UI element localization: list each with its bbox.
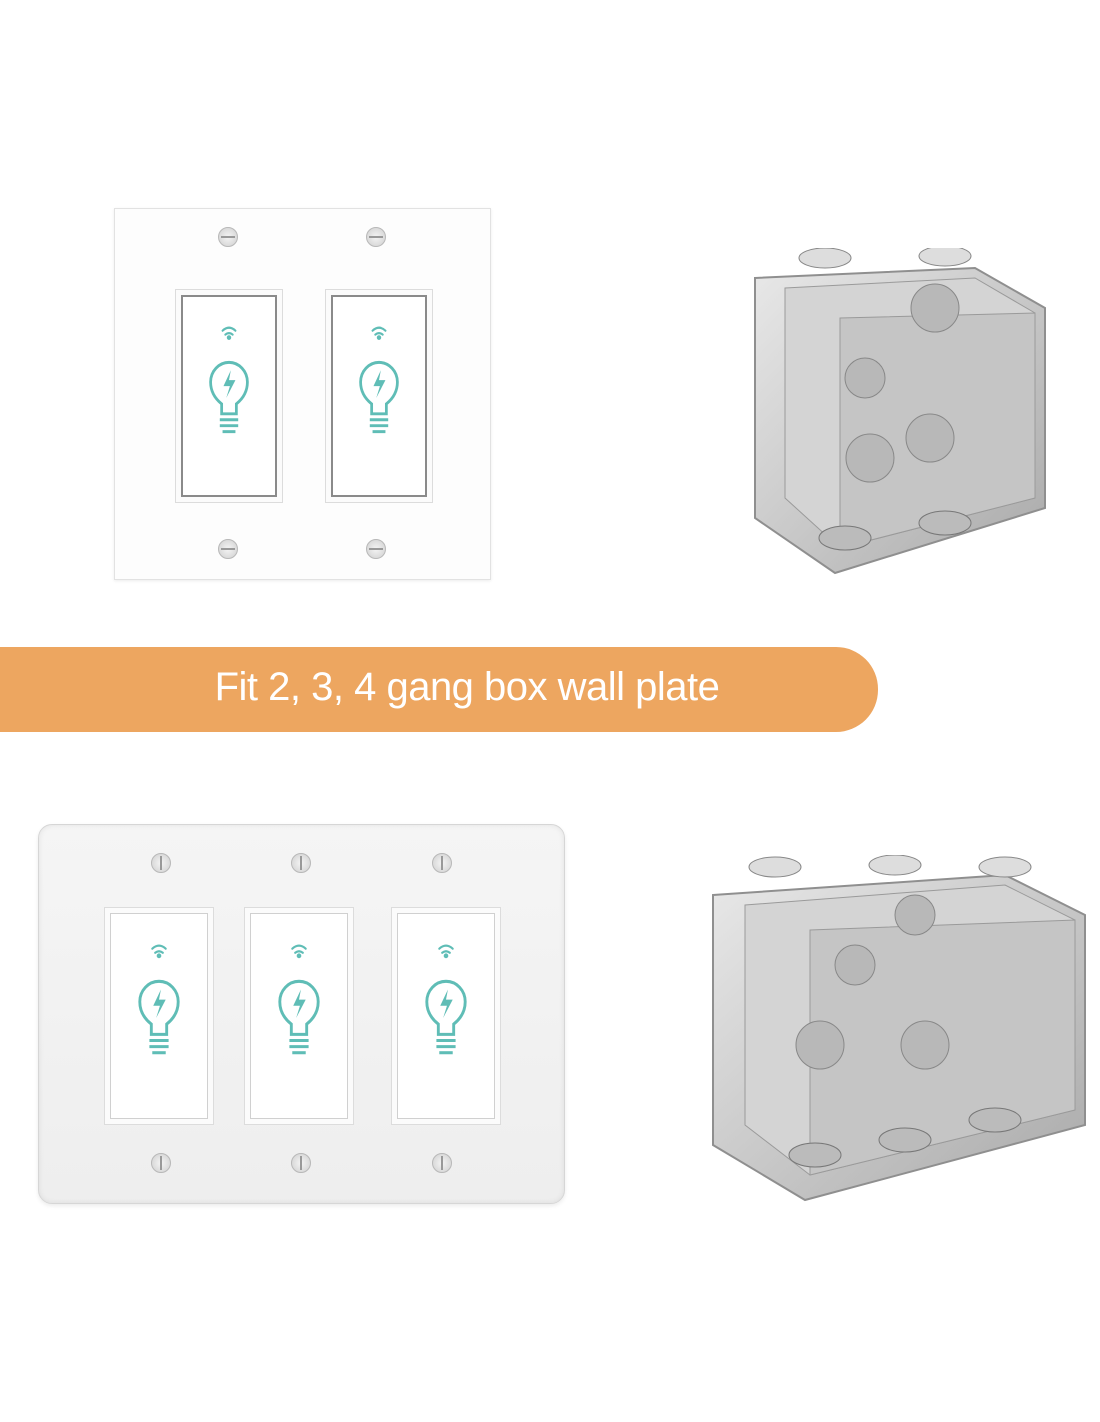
screw-icon (291, 1153, 311, 1173)
switch-frame (325, 289, 433, 503)
switch-frame (104, 907, 214, 1125)
wifi-icon (371, 326, 387, 340)
screw-icon (151, 853, 171, 873)
screw-icon (218, 539, 238, 559)
wifi-icon (438, 944, 454, 959)
wifi-icon (151, 944, 167, 959)
switch-frame (175, 289, 283, 503)
screw-icon (218, 227, 238, 247)
smart-switch-rocker (250, 913, 348, 1119)
smart-switch-rocker (181, 295, 277, 497)
smart-switch-rocker (397, 913, 495, 1119)
banner: Fit 2, 3, 4 gang box wall plate (0, 647, 878, 732)
switch-frame (391, 907, 501, 1125)
wifi-icon (291, 944, 307, 959)
screw-icon (432, 853, 452, 873)
two-gang-wall-plate (114, 208, 491, 580)
lightbulb-bolt-icon (425, 979, 467, 1055)
screw-icon (366, 227, 386, 247)
lightbulb-bolt-icon (278, 979, 320, 1055)
screw-icon (151, 1153, 171, 1173)
screw-icon (291, 853, 311, 873)
two-gang-metal-box (754, 248, 1046, 575)
smart-switch-rocker (110, 913, 208, 1119)
three-gang-wall-plate (38, 824, 565, 1204)
lightbulb-bolt-icon (138, 979, 180, 1055)
switch-frame (244, 907, 354, 1125)
banner-text: Fit 2, 3, 4 gang box wall plate (214, 665, 720, 709)
lightbulb-bolt-icon (209, 360, 249, 434)
wifi-icon (221, 326, 237, 340)
smart-switch-rocker (331, 295, 427, 497)
lightbulb-bolt-icon (359, 360, 399, 434)
screw-icon (432, 1153, 452, 1173)
three-gang-metal-box (712, 855, 1086, 1202)
screw-icon (366, 539, 386, 559)
